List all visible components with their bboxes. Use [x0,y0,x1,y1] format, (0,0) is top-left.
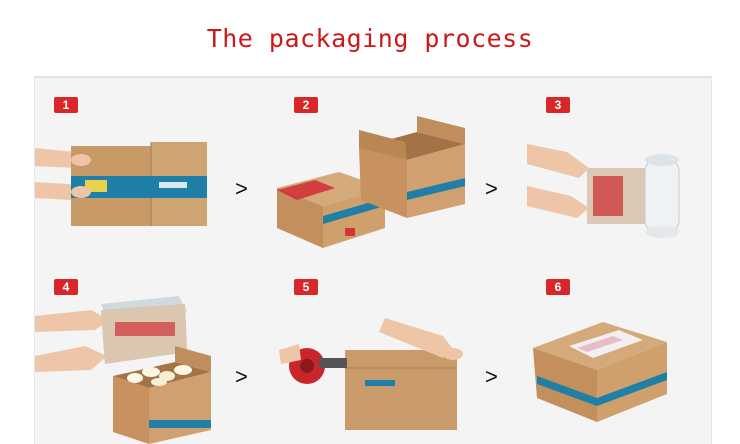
step-5-image [279,318,463,430]
arrow-4: > [485,364,498,389]
step-3: 3 [527,78,737,248]
step-5: 5 [275,260,485,430]
arrow-3: > [235,364,248,389]
step-4-badge: 4 [54,279,78,295]
step-3-image [527,144,680,238]
process-panel: 1 > 2 > [34,76,712,444]
step-1-badge: 1 [54,97,78,113]
step-1-image [35,142,207,226]
step-4: 4 [35,260,245,444]
step-6: 6 [527,260,737,430]
step-2-badge: 2 [294,97,318,113]
step-6-badge: 6 [546,279,570,295]
step-6-image [533,322,667,422]
arrow-2: > [485,176,498,201]
step-4-image [35,296,211,444]
step-3-badge: 3 [546,97,570,113]
arrow-1: > [235,176,248,201]
step-2-image [277,116,465,248]
step-2: 2 [275,78,485,248]
step-5-badge: 5 [294,279,318,295]
page-title: The packaging process [206,24,534,53]
step-1: 1 [35,78,245,248]
